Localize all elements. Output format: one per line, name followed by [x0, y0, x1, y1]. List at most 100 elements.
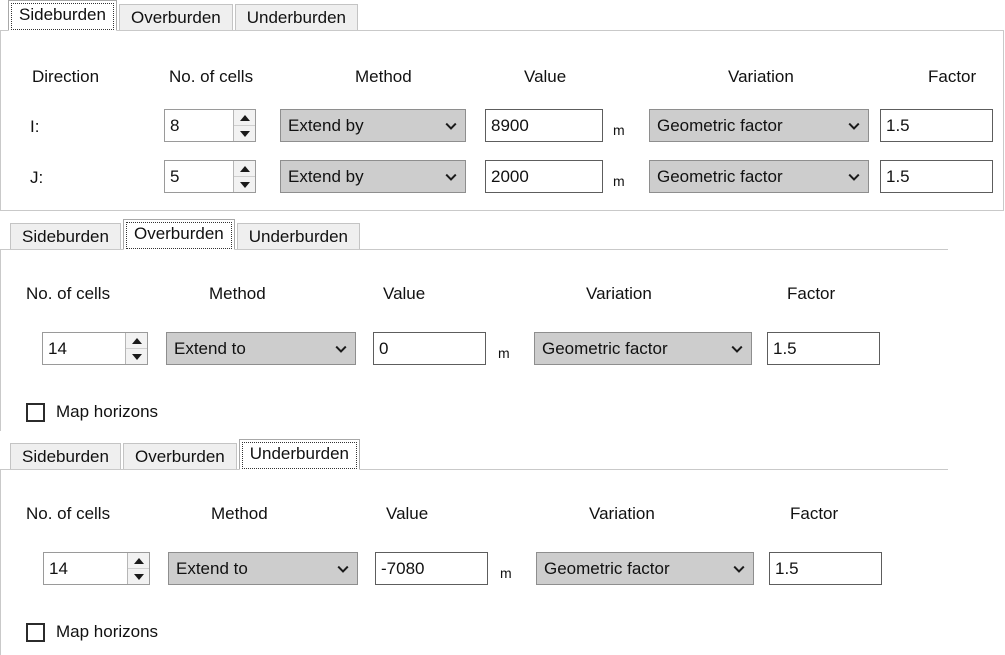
map-horizons-label: Map horizons — [56, 622, 159, 641]
factor-input-overburden-text: 1.5 — [773, 339, 797, 358]
variation-combo-overburden[interactable]: Geometric factor — [534, 332, 752, 365]
tab-sideburden[interactable]: Sideburden — [10, 443, 121, 470]
cells-spinner-overburden-value[interactable]: 14 — [43, 333, 125, 364]
cells-spinner-j-value[interactable]: 5 — [165, 161, 233, 192]
method-combo-i[interactable]: Extend by — [280, 109, 466, 142]
spinner-up-arrow-icon[interactable] — [128, 553, 149, 568]
value-input-i[interactable]: 8900 — [485, 109, 603, 142]
cells-spinner-overburden[interactable]: 14 — [42, 332, 148, 365]
tab-sideburden-label: Sideburden — [22, 447, 109, 466]
chevron-down-icon — [335, 345, 347, 353]
spinner-up-arrow-icon[interactable] — [234, 110, 255, 125]
overburden-tabstrip: Sideburden Overburden Underburden — [0, 219, 948, 250]
spinner-down-arrow-icon[interactable] — [128, 568, 149, 584]
tab-underburden-label: Underburden — [248, 227, 348, 246]
value-input-underburden[interactable]: -7080 — [375, 552, 488, 585]
unit-label-overburden: m — [498, 345, 510, 361]
cells-spinner-underburden-buttons[interactable] — [127, 553, 149, 584]
tab-sideburden[interactable]: Sideburden — [10, 223, 121, 250]
header-factor: Factor — [928, 67, 977, 86]
variation-combo-j[interactable]: Geometric factor — [649, 160, 869, 193]
spinner-down-arrow-icon[interactable] — [126, 348, 147, 364]
tab-overburden[interactable]: Overburden — [118, 4, 233, 31]
variation-combo-underburden-value: Geometric factor — [544, 558, 670, 578]
row-label-i: I: — [30, 117, 40, 136]
unit-label-i: m — [613, 122, 625, 138]
header-method: Method — [355, 67, 412, 86]
header-no-of-cells: No. of cells — [26, 284, 111, 303]
method-combo-overburden[interactable]: Extend to — [166, 332, 356, 365]
header-no-of-cells: No. of cells — [26, 504, 111, 523]
tab-overburden-label: Overburden — [134, 447, 225, 466]
value-input-overburden-text: 0 — [379, 339, 389, 358]
tab-underburden[interactable]: Underburden — [238, 439, 360, 470]
underburden-tab-panel: Sideburden Overburden Underburden No. of… — [0, 439, 948, 655]
header-method: Method — [209, 284, 266, 303]
map-horizons-checkbox-row-underburden[interactable]: Map horizons — [26, 622, 158, 642]
header-value: Value — [383, 284, 426, 303]
method-combo-j[interactable]: Extend by — [280, 160, 466, 193]
spinner-up-arrow-icon[interactable] — [234, 161, 255, 176]
header-variation: Variation — [728, 67, 794, 86]
sideburden-tabstrip: Sideburden Overburden Underburden — [0, 0, 1004, 31]
factor-input-overburden[interactable]: 1.5 — [767, 332, 880, 365]
factor-input-underburden[interactable]: 1.5 — [769, 552, 882, 585]
chevron-down-icon — [445, 122, 457, 130]
cells-spinner-underburden[interactable]: 14 — [43, 552, 150, 585]
sideburden-tab-panel: Sideburden Overburden Underburden Direct… — [0, 0, 1004, 211]
spinner-down-arrow-icon[interactable] — [234, 176, 255, 192]
header-value: Value — [386, 504, 429, 523]
tab-overburden[interactable]: Overburden — [122, 443, 237, 470]
row-label-j: J: — [30, 168, 44, 187]
value-input-j[interactable]: 2000 — [485, 160, 603, 193]
unit-label-j: m — [613, 173, 625, 189]
sideburden-panel-body: Direction No. of cells Method Value Vari… — [0, 30, 1004, 211]
map-horizons-checkbox-row-overburden[interactable]: Map horizons — [26, 402, 158, 422]
spinner-down-arrow-icon[interactable] — [234, 125, 255, 141]
value-input-j-text: 2000 — [491, 167, 529, 186]
variation-combo-j-value: Geometric factor — [657, 166, 783, 186]
header-method: Method — [211, 504, 268, 523]
variation-combo-i[interactable]: Geometric factor — [649, 109, 869, 142]
cells-spinner-i-value[interactable]: 8 — [165, 110, 233, 141]
variation-combo-underburden[interactable]: Geometric factor — [536, 552, 754, 585]
cells-spinner-i[interactable]: 8 — [164, 109, 256, 142]
tab-overburden[interactable]: Overburden — [122, 219, 235, 250]
cells-spinner-overburden-buttons[interactable] — [125, 333, 147, 364]
method-combo-overburden-value: Extend to — [174, 338, 246, 358]
header-no-of-cells: No. of cells — [169, 67, 254, 86]
tab-overburden-label: Overburden — [133, 224, 224, 243]
factor-input-underburden-text: 1.5 — [775, 559, 799, 578]
cells-spinner-j-buttons[interactable] — [233, 161, 255, 192]
tab-underburden[interactable]: Underburden — [234, 4, 358, 31]
checkbox-icon[interactable] — [26, 402, 45, 422]
method-combo-underburden[interactable]: Extend to — [168, 552, 358, 585]
overburden-panel-body: No. of cells Method Value Variation Fact… — [0, 249, 948, 431]
spinner-up-arrow-icon[interactable] — [126, 333, 147, 348]
header-variation: Variation — [586, 284, 652, 303]
tab-underburden-label: Underburden — [246, 8, 346, 27]
tab-overburden-label: Overburden — [130, 8, 221, 27]
tab-sideburden[interactable]: Sideburden — [8, 0, 117, 31]
method-combo-i-value: Extend by — [288, 115, 364, 135]
chevron-down-icon — [445, 173, 457, 181]
factor-input-i[interactable]: 1.5 — [880, 109, 993, 142]
factor-input-i-text: 1.5 — [886, 116, 910, 135]
factor-input-j[interactable]: 1.5 — [880, 160, 993, 193]
tab-underburden[interactable]: Underburden — [236, 223, 360, 250]
header-value: Value — [524, 67, 567, 86]
tab-sideburden-label: Sideburden — [19, 5, 106, 24]
header-factor: Factor — [790, 504, 839, 523]
cells-spinner-j[interactable]: 5 — [164, 160, 256, 193]
checkbox-icon[interactable] — [26, 622, 45, 642]
chevron-down-icon — [848, 173, 860, 181]
value-input-overburden[interactable]: 0 — [373, 332, 486, 365]
variation-combo-overburden-value: Geometric factor — [542, 338, 668, 358]
cells-spinner-underburden-value[interactable]: 14 — [44, 553, 127, 584]
chevron-down-icon — [733, 565, 745, 573]
cells-spinner-i-buttons[interactable] — [233, 110, 255, 141]
value-input-underburden-text: -7080 — [381, 559, 425, 578]
header-direction: Direction — [32, 67, 100, 86]
chevron-down-icon — [337, 565, 349, 573]
